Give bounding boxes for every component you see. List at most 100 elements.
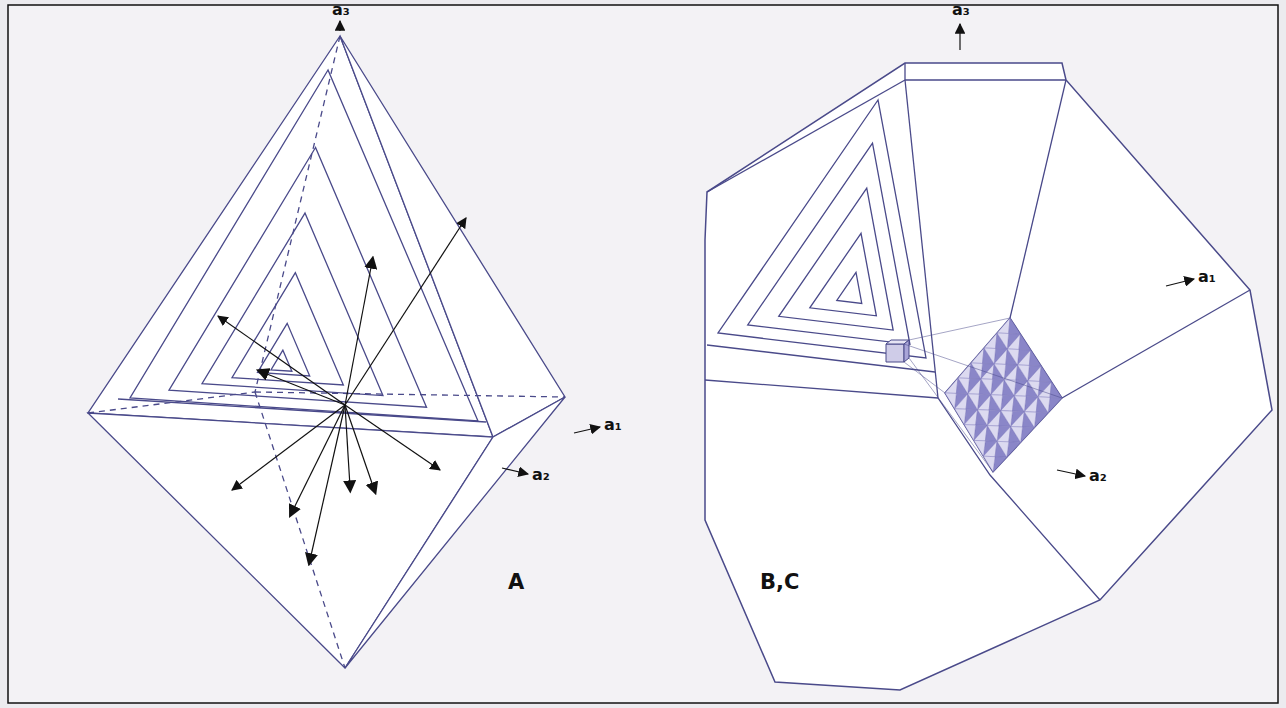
edge-line: [705, 63, 1272, 690]
pyramid-facet: [1021, 427, 1035, 442]
pyramid-facet: [994, 349, 1007, 364]
edge-line: [707, 345, 935, 372]
pyramid-facet: [968, 394, 980, 410]
pyramid-facet: [1004, 380, 1016, 396]
growth-cube: [904, 340, 909, 362]
edge-line: [340, 36, 565, 437]
trigon: [748, 143, 910, 344]
pyramid-facet: [1028, 365, 1041, 380]
arrow-line: [345, 405, 440, 470]
arrow-line: [292, 405, 345, 512]
pyramid-facet: [1014, 380, 1027, 395]
edge-line: [707, 80, 905, 192]
pyramid-facet: [978, 394, 991, 409]
arrow-line: [345, 262, 372, 405]
pyramid-facet: [983, 456, 995, 472]
edge-line: [905, 63, 1066, 80]
pyramid-facet: [981, 379, 993, 395]
arrow-line: [262, 372, 345, 405]
panel-letter: B,C: [760, 570, 799, 594]
pyramid-facet: [993, 457, 1007, 472]
edge-line: [938, 398, 1100, 600]
pyramid-facet: [1029, 350, 1041, 366]
pyramid-facet: [997, 426, 1011, 441]
pyramid-facet: [1024, 412, 1036, 428]
pyramid-facet: [984, 333, 997, 348]
pyramid-facet: [983, 441, 997, 456]
pyramid-facet: [1017, 349, 1030, 364]
zoom-line: [909, 318, 1010, 340]
pyramid-facet: [997, 441, 1009, 457]
edge-line: [345, 397, 565, 668]
trigon: [779, 188, 893, 330]
arrow-line: [232, 405, 345, 490]
trigon: [718, 100, 926, 358]
pyramid-facet: [1001, 395, 1014, 410]
arrow-line: [345, 405, 374, 489]
pyramid-facet: [991, 379, 1004, 394]
pyramid-facet: [955, 394, 968, 409]
pyramid-facet: [964, 425, 976, 441]
trigon: [130, 70, 478, 421]
pyramid-facet: [971, 348, 984, 363]
edge-line: [255, 392, 565, 397]
pyramid-facet: [1034, 412, 1048, 427]
panel-letter: A: [508, 570, 524, 594]
pyramid-facet: [958, 363, 971, 378]
pyramid-facet: [945, 393, 956, 409]
truncated-crystal: [705, 24, 1272, 690]
pyramid-facet: [987, 426, 999, 442]
pyramid-facet: [991, 380, 1004, 395]
arrow-line: [574, 427, 600, 433]
axis-label: a₁: [604, 416, 622, 434]
edge-line: [255, 392, 345, 668]
arrow-line: [1057, 470, 1085, 476]
growth-cube: [886, 344, 904, 362]
pyramid-facet: [1014, 396, 1026, 412]
axis-label: a₃: [332, 1, 350, 19]
pyramid-facet: [978, 410, 990, 426]
pyramid-facet: [964, 409, 977, 424]
pyramid-facet: [955, 393, 968, 408]
pyramid-facet: [1007, 333, 1020, 348]
pyramid-facet: [1014, 381, 1027, 396]
edge-line: [118, 399, 486, 422]
pyramid-facet: [1011, 411, 1025, 426]
pyramid-facet: [997, 333, 1009, 349]
arrow-line: [218, 316, 345, 405]
pyramid-facet: [1001, 411, 1013, 427]
edge-line: [905, 80, 938, 398]
pyramid-facet: [991, 395, 1003, 411]
axis-label: a₁: [1198, 268, 1216, 286]
edge-line: [1010, 80, 1066, 318]
pyramid-facet: [997, 427, 1011, 442]
octahedron: [88, 21, 600, 668]
axis-label: a₂: [1089, 467, 1107, 485]
pyramid-facet: [974, 426, 987, 441]
arrow-line: [1166, 279, 1194, 286]
pyramid-facet: [987, 410, 1000, 425]
pyramid-facet: [1017, 365, 1029, 381]
pyramid-facet: [1028, 381, 1040, 397]
pyramid-facet: [994, 348, 1007, 363]
pyramid-facet: [964, 410, 977, 425]
pyramid-facet: [1038, 382, 1052, 397]
zoom-line: [904, 344, 1062, 398]
zoom-line: [904, 362, 945, 393]
trigon: [169, 147, 427, 407]
pyramid-facet: [1038, 397, 1050, 413]
edge-line: [1062, 290, 1250, 398]
pyramid-facet: [978, 395, 991, 410]
edge-line: [705, 380, 938, 398]
pyramid-facet: [1028, 366, 1041, 381]
edge-line: [255, 36, 340, 392]
pyramid-facet: [1007, 334, 1020, 349]
pyramid-facet: [1040, 366, 1052, 382]
pyramid-facet: [1038, 381, 1052, 396]
pyramid-facet: [1024, 396, 1038, 411]
axis-label: a₃: [952, 1, 970, 19]
pyramid-facet: [1004, 364, 1017, 379]
arrow-line: [310, 405, 345, 560]
pyramid-facet: [994, 364, 1006, 380]
